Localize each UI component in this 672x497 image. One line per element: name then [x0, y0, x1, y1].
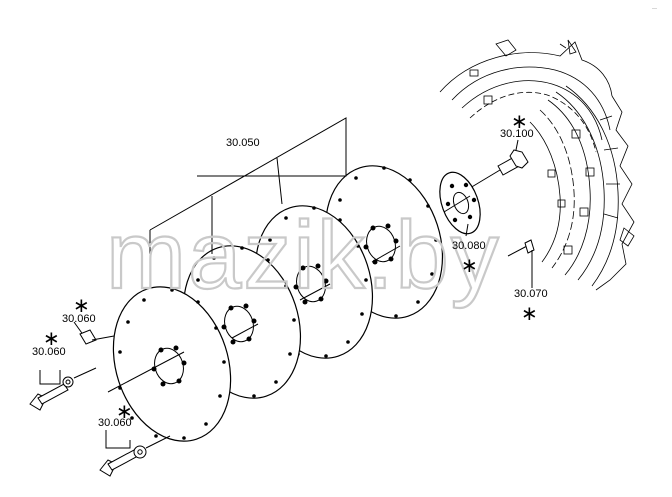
flex-disk-1: [112, 286, 232, 442]
disk-group-bracket: [149, 117, 347, 254]
leader-30100: [515, 139, 519, 151]
callout-30060-lower: 30.060: [98, 417, 132, 429]
corner-mark: —: [652, 6, 657, 12]
star-marker-30060-upper: ∗: [73, 293, 90, 317]
screw-middle-30060: [29, 367, 97, 411]
leader-30080: [465, 223, 469, 237]
callout-30050: 30.050: [226, 137, 260, 149]
star-marker-30060-middle: ∗: [43, 326, 60, 350]
axis-line-front: [107, 351, 185, 393]
dowel-pin-30070: [507, 239, 535, 257]
star-marker-30100: ∗: [511, 109, 528, 133]
star-marker-30060-lower: ∗: [116, 399, 133, 423]
screw-lower-30060: [99, 430, 171, 477]
callout-30060-upper: 30.060: [62, 313, 96, 325]
axis-line-rear: [231, 195, 471, 339]
callout-30070: 30.070: [514, 288, 548, 300]
callout-30080: 30.080: [452, 240, 486, 252]
screw-upper-30060: [73, 321, 115, 345]
callout-30100: 30.100: [500, 128, 534, 140]
star-marker-30080: ∗: [461, 253, 478, 277]
flange-plate-30080: [439, 171, 481, 235]
flywheel-housing: [439, 39, 635, 291]
star-marker-30070: ∗: [521, 301, 538, 325]
flange-bolt-30100: [469, 149, 529, 189]
watermark-text: mazik.by: [106, 202, 501, 309]
callout-30060-middle: 30.060: [32, 346, 66, 358]
